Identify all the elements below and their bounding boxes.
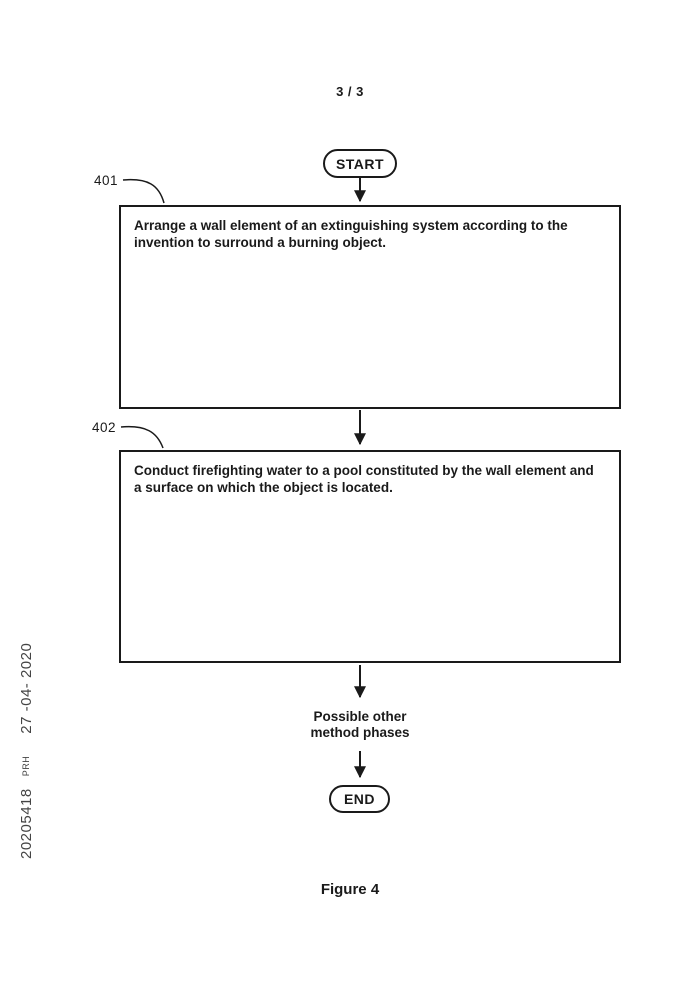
start-terminal: START: [323, 149, 397, 178]
stamp-date: 27 -04- 2020: [17, 642, 35, 734]
step-box-402: Conduct firefighting water to a pool con…: [119, 450, 621, 663]
figure-caption: Figure 4: [320, 881, 380, 898]
note-possible-other-phases: Possible other method phases: [280, 709, 440, 741]
step-text-401: Arrange a wall element of an extinguishi…: [134, 218, 568, 250]
note-line-1: Possible other: [313, 709, 407, 724]
end-terminal: END: [329, 785, 390, 813]
filing-stamp: 20205418 PRH 27 -04- 2020: [14, 643, 38, 859]
leader-line-401: [122, 178, 165, 204]
note-line-2: method phases: [310, 725, 410, 740]
ref-label-402: 402: [92, 420, 117, 435]
stamp-office: PRH: [21, 755, 31, 777]
sheet-number: 3 / 3: [336, 84, 364, 99]
step-box-401: Arrange a wall element of an extinguishi…: [119, 205, 621, 409]
step-text-402: Conduct firefighting water to a pool con…: [134, 463, 594, 495]
leader-line-402: [120, 425, 164, 449]
ref-label-401: 401: [94, 173, 119, 188]
stamp-number: 20205418: [17, 788, 35, 859]
